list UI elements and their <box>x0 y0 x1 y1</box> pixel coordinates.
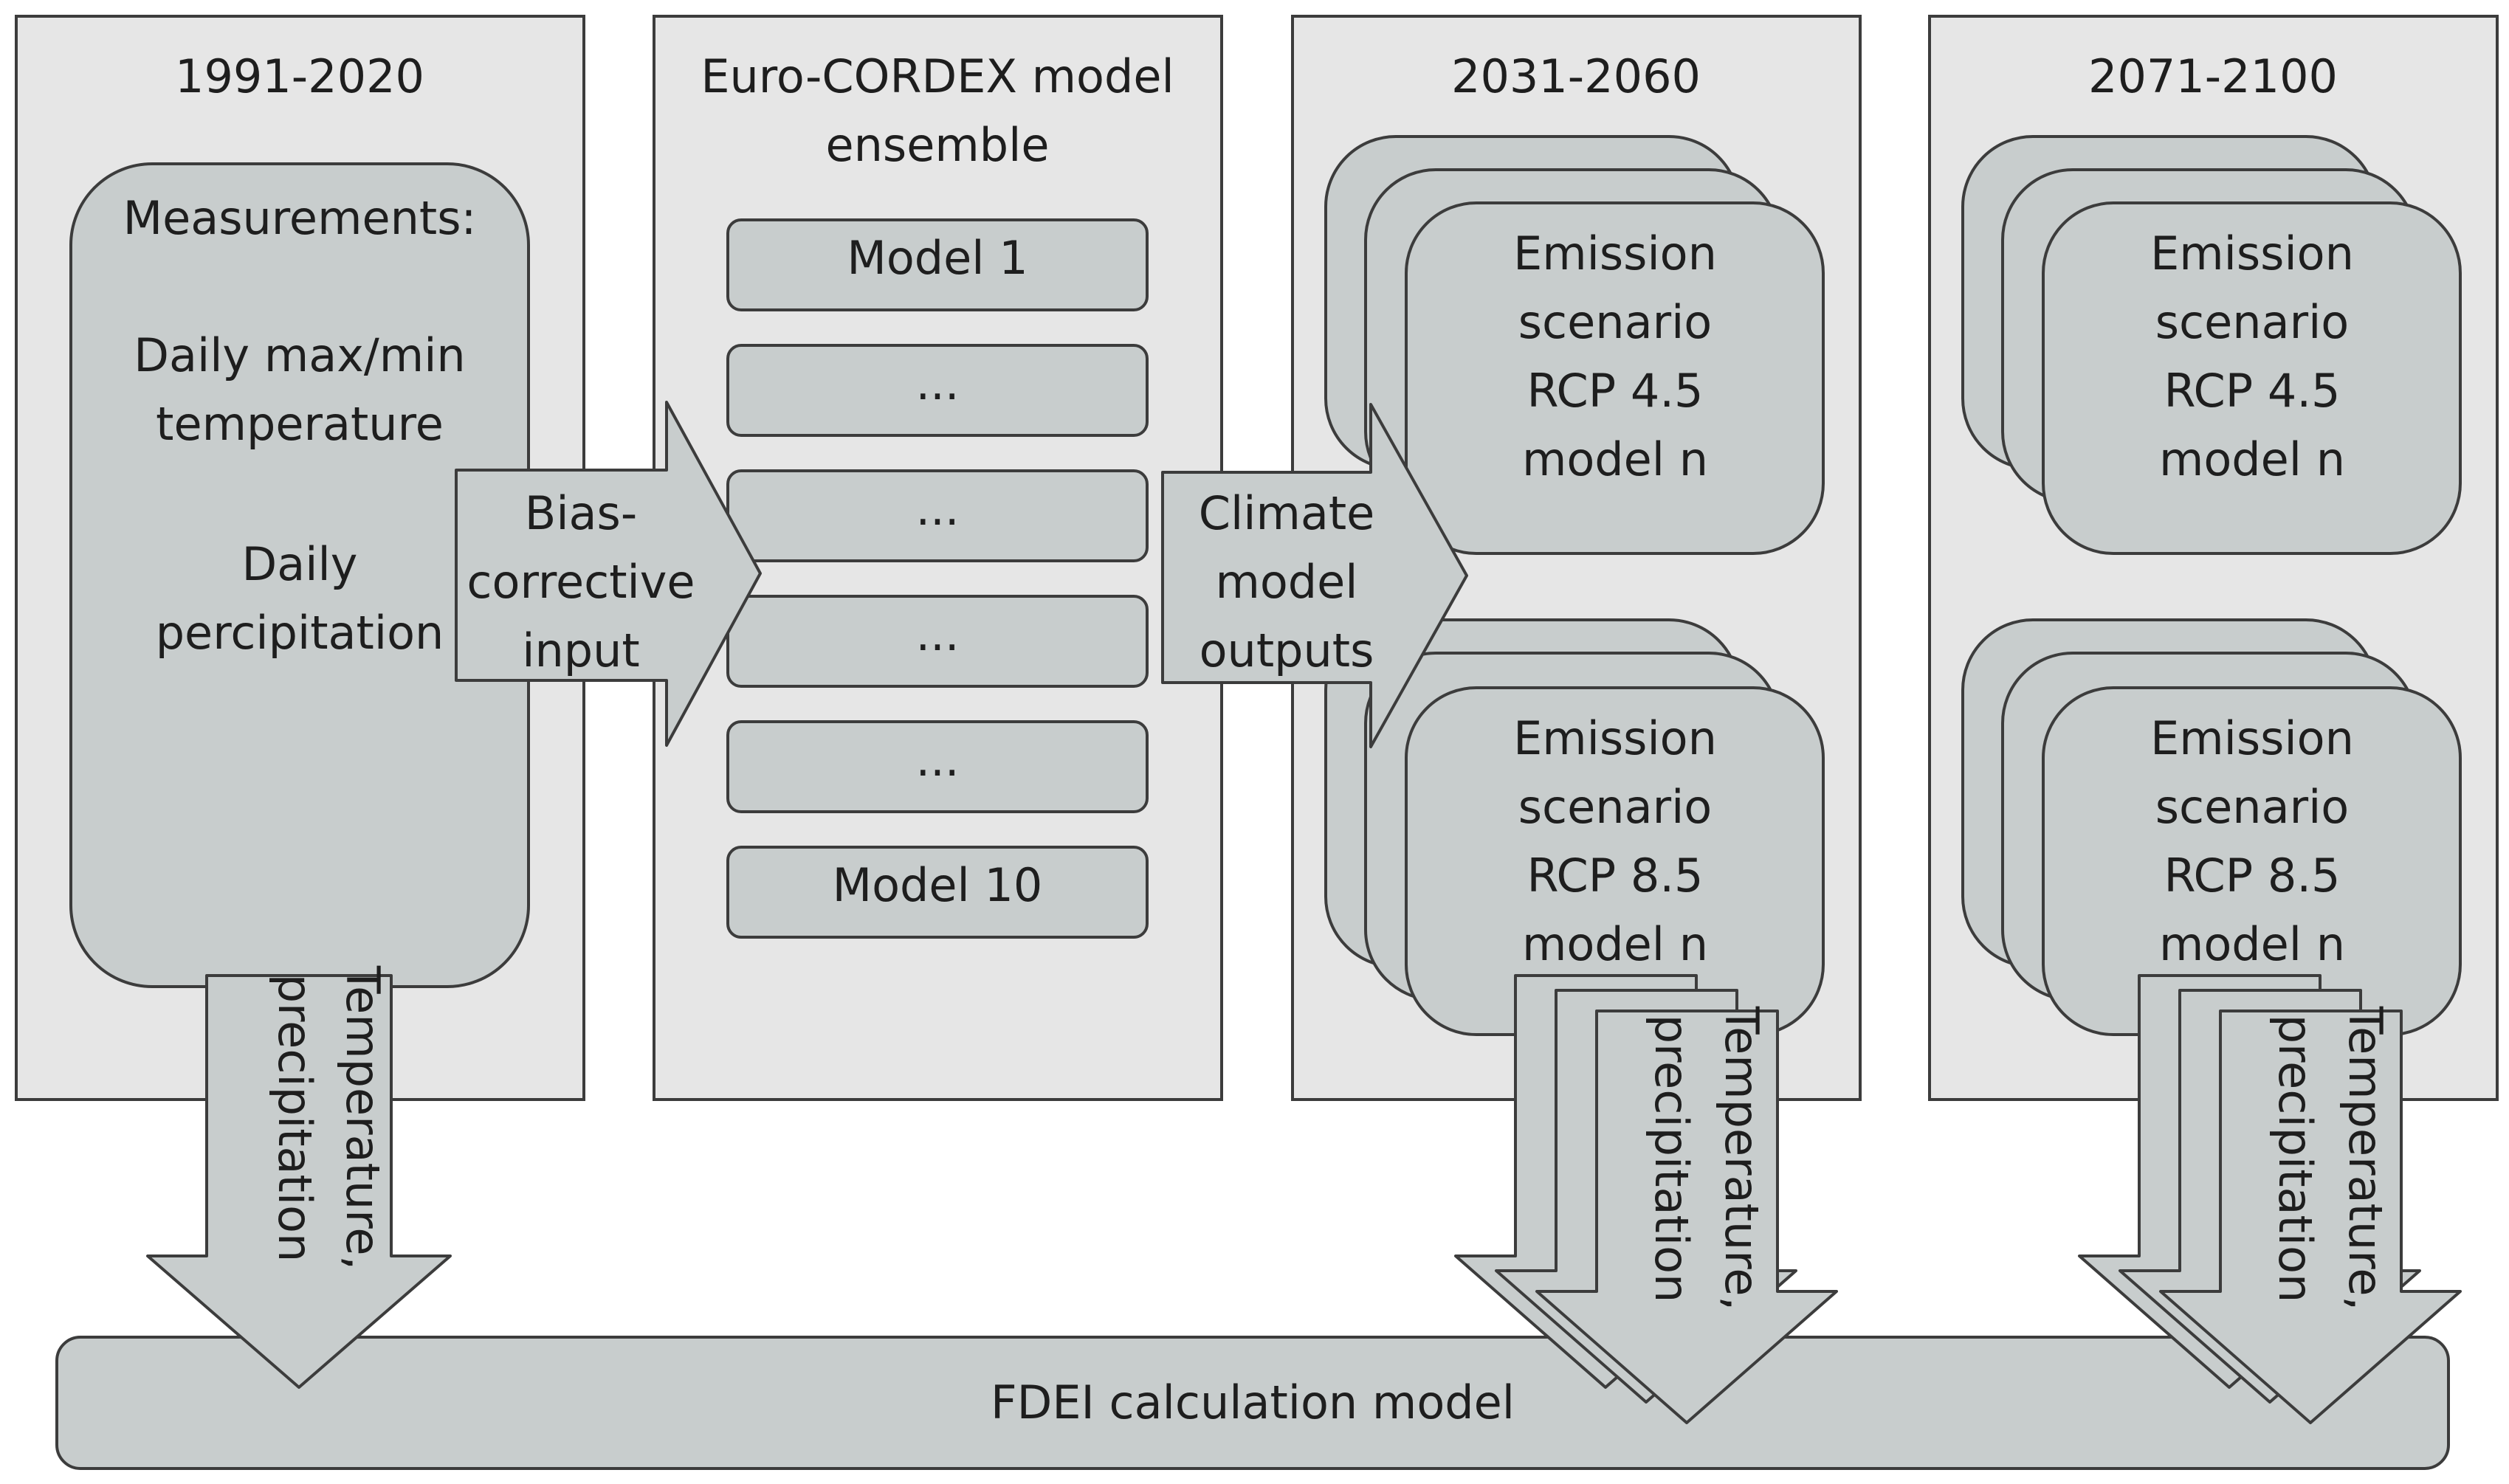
down-arrow-text: precipitation <box>1645 1015 1699 1303</box>
model-list: Model 1 ... ... ... ... Model 10 <box>726 218 1149 939</box>
arrow-right-shape <box>455 401 762 747</box>
scenario-line: RCP 8.5 <box>1527 849 1704 903</box>
scenario-stack-2071-rcp85: Emission scenario RCP 8.5 model n <box>1961 618 2462 1036</box>
climate-line: model <box>1215 555 1357 609</box>
model-label: ... <box>915 607 959 661</box>
title-euro-cordex-line2: ensemble <box>825 118 1049 172</box>
model-label: ... <box>915 482 959 536</box>
arrow-down-shape <box>2159 1010 2462 1424</box>
title-1991-2020: 1991-2020 <box>175 49 424 103</box>
scenario-line: model n <box>2159 432 2345 486</box>
bias-line: input <box>522 624 639 677</box>
scenario-line: Emission <box>2150 711 2354 765</box>
climate-line: Climate <box>1199 486 1375 540</box>
scenario-line: model n <box>1522 917 1708 971</box>
model-box <box>726 720 1149 813</box>
scenario-line: scenario <box>2155 780 2349 834</box>
title-2071-2100: 2071-2100 <box>2088 49 2338 103</box>
scenario-line: Emission <box>1513 711 1717 765</box>
scenario-stack-2031-rcp85: Emission scenario RCP 8.5 model n <box>1324 618 1825 1036</box>
climate-line: outputs <box>1200 624 1374 677</box>
scenario-line: model n <box>2159 917 2345 971</box>
scenario-line: RCP 4.5 <box>1527 364 1704 418</box>
arrow-down-shape <box>146 974 452 1389</box>
scenario-stack-2071-rcp45: Emission scenario RCP 4.5 model n <box>1961 135 2462 555</box>
measurements-precip-line1: Daily <box>242 537 358 591</box>
model-label: ... <box>915 733 959 787</box>
scenario-line: scenario <box>1518 780 1712 834</box>
climate-model-outputs-arrow: Climate model outputs <box>1161 403 1468 748</box>
measurements-temp-line1: Daily max/min <box>134 328 465 382</box>
down-arrow-text: precipitation <box>2268 1015 2322 1303</box>
measurements-temp-line2: temperature <box>156 397 444 451</box>
model-box <box>726 595 1149 688</box>
measurements-heading: Measurements: <box>123 191 477 245</box>
fdei-calculation-box <box>55 1336 2450 1470</box>
title-euro-cordex-line1: Euro-CORDEX model <box>701 49 1174 103</box>
scenario-line: Emission <box>2150 227 2354 280</box>
model-label: Model 1 <box>847 231 1028 285</box>
down-arrow-1991: Temperature, precipitation <box>146 965 452 1389</box>
down-arrow-text: precipitation <box>268 974 322 1263</box>
model-box <box>726 218 1149 311</box>
scenario-line: RCP 4.5 <box>2164 364 2341 418</box>
scenario-stack-2031-rcp45: Emission scenario RCP 4.5 model n <box>1324 135 1825 555</box>
bias-corrective-arrow: Bias- corrective input <box>455 401 762 747</box>
down-arrow-text: Temperature, <box>1715 1006 1769 1311</box>
model-box <box>726 344 1149 437</box>
scenario-line: Emission <box>1513 227 1717 280</box>
down-arrow-text: Temperature, <box>336 965 390 1270</box>
bias-line: corrective <box>467 555 695 609</box>
scenario-card <box>1405 201 1825 555</box>
model-label: Model 10 <box>833 858 1043 912</box>
fdei-label: FDEI calculation model <box>991 1376 1515 1429</box>
down-arrow-stack-2031: Temperature, precipitation <box>1454 974 1838 1424</box>
down-arrow-stack-2071: Temperature, precipitation <box>2078 974 2462 1424</box>
arrow-down-shape <box>1535 1010 1838 1424</box>
scenario-line: scenario <box>2155 295 2349 349</box>
measurements-precip-line2: percipitation <box>156 606 444 660</box>
scenario-card <box>2042 201 2462 555</box>
title-2031-2060: 2031-2060 <box>1451 49 1701 103</box>
model-box <box>726 846 1149 939</box>
scenario-line: model n <box>1522 432 1708 486</box>
arrow-right-shape <box>1161 403 1468 748</box>
model-label: ... <box>915 356 959 410</box>
bias-line: Bias- <box>525 486 637 540</box>
scenario-line: RCP 8.5 <box>2164 849 2341 903</box>
down-arrow-text: Temperature, <box>2338 1006 2392 1311</box>
scenario-line: scenario <box>1518 295 1712 349</box>
